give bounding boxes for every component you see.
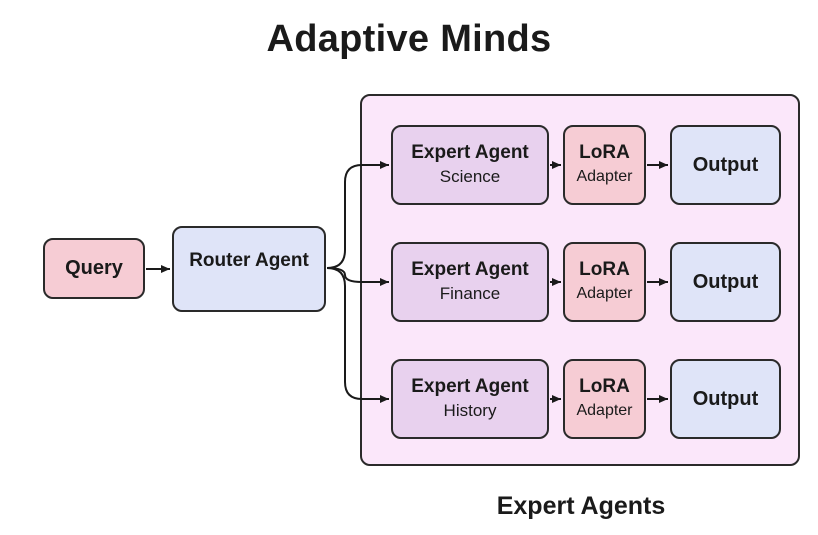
- expert-agent-finance: Expert Agent Finance: [391, 242, 549, 322]
- lora-adapter-science: LoRA Adapter: [563, 125, 646, 205]
- output-label: Output: [692, 387, 759, 410]
- group-caption: Expert Agents: [496, 492, 666, 520]
- expert-agent-science: Expert Agent Science: [391, 125, 549, 205]
- expert-domain-label: History: [443, 401, 497, 420]
- output-science: Output: [670, 125, 781, 205]
- router-agent-node: Router Agent: [172, 226, 326, 312]
- expert-domain-label: Finance: [439, 284, 501, 303]
- diagram-title: Adaptive Minds: [266, 18, 552, 60]
- expert-agent-title: Expert Agent: [411, 259, 529, 280]
- output-finance: Output: [670, 242, 781, 322]
- lora-title: LoRA: [579, 142, 630, 163]
- expert-agent-history: Expert Agent History: [391, 359, 549, 439]
- output-label: Output: [692, 153, 759, 176]
- expert-agent-title: Expert Agent: [411, 142, 529, 163]
- lora-title: LoRA: [579, 259, 630, 280]
- router-label: Router Agent: [189, 250, 309, 271]
- lora-subtitle: Adapter: [576, 285, 633, 302]
- arrow-router-to-science: [326, 161, 389, 269]
- query-node: Query: [43, 238, 145, 299]
- query-label: Query: [65, 257, 123, 279]
- lora-subtitle: Adapter: [576, 402, 633, 419]
- lora-title: LoRA: [579, 376, 630, 397]
- expert-agent-title: Expert Agent: [411, 376, 529, 397]
- output-history: Output: [670, 359, 781, 439]
- arrow-router-to-history: [326, 267, 389, 403]
- lora-subtitle: Adapter: [576, 168, 633, 185]
- lora-adapter-finance: LoRA Adapter: [563, 242, 646, 322]
- output-label: Output: [692, 270, 759, 293]
- lora-adapter-history: LoRA Adapter: [563, 359, 646, 439]
- expert-domain-label: Science: [439, 167, 501, 186]
